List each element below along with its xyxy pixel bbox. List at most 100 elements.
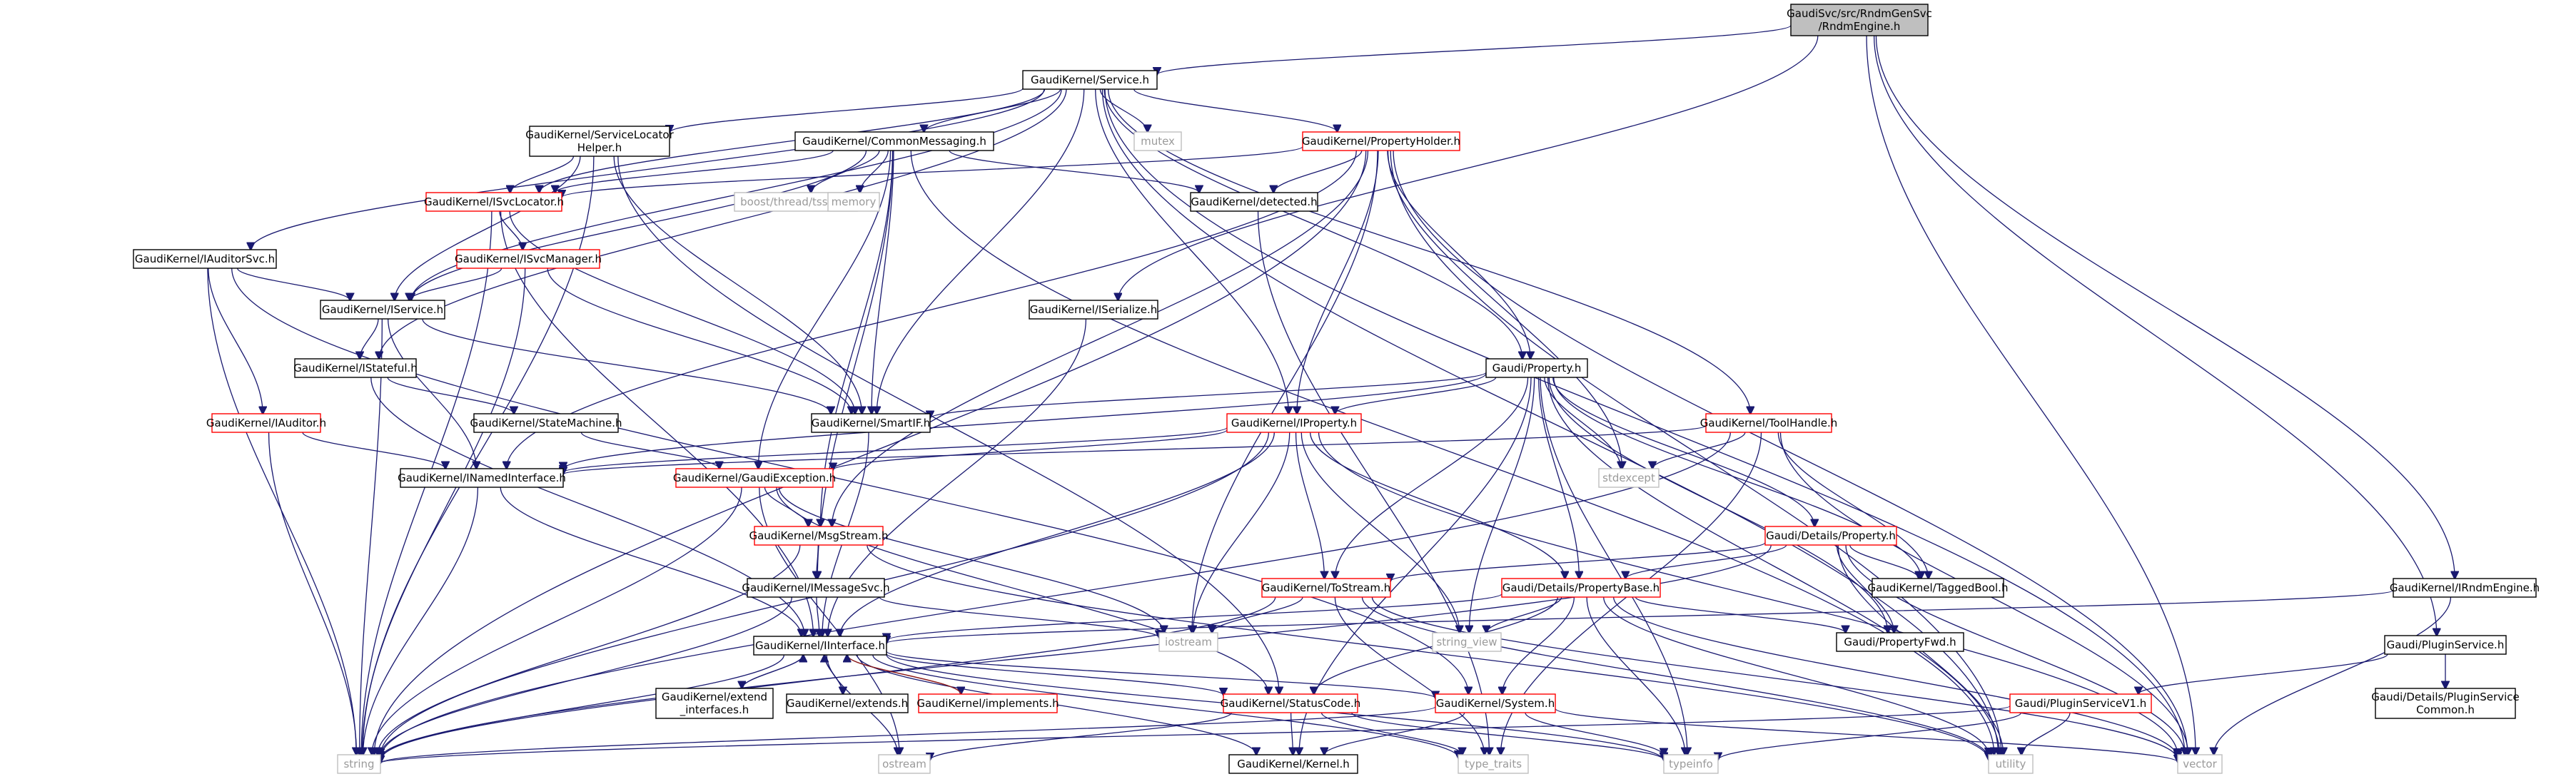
- node-box-irndmengine[interactable]: [2393, 578, 2537, 598]
- node-iinterface[interactable]: GaudiKernel/IInterface.h: [753, 636, 887, 656]
- node-string[interactable]: string: [337, 754, 381, 774]
- node-box-ostream[interactable]: [878, 754, 931, 774]
- node-statuscode[interactable]: GaudiKernel/StatusCode.h: [1221, 693, 1361, 713]
- node-iservice[interactable]: GaudiKernel/IService.h: [320, 300, 445, 320]
- node-box-pluginv1[interactable]: [2009, 693, 2152, 713]
- node-box-iinterface[interactable]: [753, 636, 887, 656]
- node-isvcmgr[interactable]: GaudiKernel/ISvcManager.h: [455, 249, 602, 269]
- node-box-iservice[interactable]: [320, 300, 445, 320]
- node-statemachine[interactable]: GaudiKernel/StateMachine.h: [470, 413, 622, 433]
- node-stringview[interactable]: string_view: [1432, 632, 1502, 652]
- node-isvcloc[interactable]: GaudiKernel/ISvcLocator.h: [424, 192, 564, 212]
- node-propfwd[interactable]: Gaudi/PropertyFwd.h: [1836, 632, 1964, 652]
- node-box-implements[interactable]: [918, 693, 1058, 713]
- node-pluginv1[interactable]: Gaudi/PluginServiceV1.h: [2009, 693, 2152, 713]
- node-gprop[interactable]: Gaudi/Property.h: [1485, 358, 1588, 378]
- node-tostream[interactable]: GaudiKernel/ToStream.h: [1261, 578, 1391, 598]
- node-imsgsvc[interactable]: GaudiKernel/IMessageSvc.h: [742, 578, 890, 598]
- node-box-typetraits[interactable]: [1458, 754, 1529, 774]
- node-box-propfwd[interactable]: [1836, 632, 1964, 652]
- node-box-utility[interactable]: [1988, 754, 2034, 774]
- node-box-extends[interactable]: [786, 693, 909, 713]
- node-cmsg[interactable]: GaudiKernel/CommonMessaging.h: [794, 131, 994, 151]
- node-iproperty[interactable]: GaudiKernel/IProperty.h: [1226, 413, 1362, 433]
- node-kernel[interactable]: GaudiKernel/Kernel.h: [1228, 754, 1358, 774]
- node-box-iauditor[interactable]: [211, 413, 321, 433]
- edge-extends-to-iinterface: [824, 655, 844, 695]
- node-service[interactable]: GaudiKernel/Service.h: [1022, 70, 1158, 90]
- node-box-iauditorsvc[interactable]: [133, 249, 277, 269]
- node-box-string[interactable]: [337, 754, 381, 774]
- node-memory[interactable]: memory: [827, 192, 880, 212]
- node-propholder[interactable]: GaudiKernel/PropertyHolder.h: [1302, 131, 1460, 151]
- node-box-propbase[interactable]: [1501, 578, 1661, 598]
- node-ostream[interactable]: ostream: [878, 754, 931, 774]
- node-system[interactable]: GaudiKernel/System.h: [1435, 693, 1556, 713]
- node-box-detprop[interactable]: [1764, 526, 1897, 546]
- node-vector[interactable]: vector: [2177, 754, 2223, 774]
- node-box-taggedbool[interactable]: [1872, 578, 2004, 598]
- node-gexc[interactable]: GaudiKernel/GaudiException.h: [673, 468, 836, 488]
- node-utility[interactable]: utility: [1988, 754, 2034, 774]
- node-box-inamed[interactable]: [400, 468, 564, 488]
- node-box-pluginsvc[interactable]: [2384, 635, 2507, 655]
- node-typeinfo[interactable]: typeinfo: [1663, 754, 1719, 774]
- node-extends[interactable]: GaudiKernel/extends.h: [786, 693, 909, 713]
- node-msgstream[interactable]: GaudiKernel/MsgStream.h: [749, 526, 889, 546]
- node-box-smartif[interactable]: [811, 413, 931, 433]
- node-box-iserialize[interactable]: [1029, 300, 1158, 320]
- node-pluginsvc[interactable]: Gaudi/PluginService.h: [2384, 635, 2507, 655]
- node-box-cmsg[interactable]: [794, 131, 994, 151]
- node-box-imsgsvc[interactable]: [747, 578, 885, 598]
- node-extendif[interactable]: GaudiKernel/extend_interfaces.h: [655, 688, 774, 719]
- node-box-kernel[interactable]: [1228, 754, 1358, 774]
- node-box-iproperty[interactable]: [1226, 413, 1362, 433]
- node-box-vector[interactable]: [2177, 754, 2223, 774]
- node-box-istateful[interactable]: [294, 358, 417, 378]
- node-box-service[interactable]: [1022, 70, 1158, 90]
- node-box-isvcmgr[interactable]: [456, 249, 600, 269]
- node-toolhandle[interactable]: GaudiKernel/ToolHandle.h: [1700, 413, 1838, 433]
- node-iauditor[interactable]: GaudiKernel/IAuditor.h: [206, 413, 326, 433]
- node-typetraits[interactable]: type_traits: [1458, 754, 1529, 774]
- node-box-tostream[interactable]: [1261, 578, 1391, 598]
- node-istateful[interactable]: GaudiKernel/IStateful.h: [293, 358, 418, 378]
- node-box-memory[interactable]: [827, 192, 880, 212]
- node-box-gprop[interactable]: [1485, 358, 1588, 378]
- node-iauditorsvc[interactable]: GaudiKernel/IAuditorSvc.h: [133, 249, 277, 269]
- node-box-propholder[interactable]: [1302, 131, 1460, 151]
- node-root[interactable]: GaudiSvc/src/RndmGenSvc/RndmEngine.h: [1787, 4, 1932, 36]
- node-stdexcept[interactable]: stdexcept: [1598, 468, 1660, 488]
- node-iostream[interactable]: iostream: [1158, 632, 1218, 652]
- node-box-slhelper[interactable]: [529, 126, 670, 157]
- node-box-isvcloc[interactable]: [425, 192, 562, 212]
- edge-toolhandle-to-taggedbool: [1777, 432, 1928, 579]
- node-box-statuscode[interactable]: [1223, 693, 1358, 713]
- node-box-detected[interactable]: [1190, 192, 1318, 212]
- node-irndmengine[interactable]: GaudiKernel/IRndmEngine.h: [2390, 578, 2540, 598]
- node-inamed[interactable]: GaudiKernel/INamedInterface.h: [398, 468, 566, 488]
- node-mutex[interactable]: mutex: [1133, 131, 1182, 151]
- node-box-mutex[interactable]: [1133, 131, 1182, 151]
- node-box-root[interactable]: [1790, 4, 1929, 36]
- node-box-typeinfo[interactable]: [1663, 754, 1719, 774]
- node-box-extendif[interactable]: [655, 688, 774, 719]
- node-taggedbool[interactable]: GaudiKernel/TaggedBool.h: [1868, 578, 2009, 598]
- node-box-toolhandle[interactable]: [1705, 413, 1832, 433]
- node-box-iostream[interactable]: [1158, 632, 1218, 652]
- node-box-statemachine[interactable]: [473, 413, 619, 433]
- node-box-msgstream[interactable]: [754, 526, 884, 546]
- node-box-gexc[interactable]: [675, 468, 834, 488]
- node-box-system[interactable]: [1435, 693, 1556, 713]
- node-box-stdexcept[interactable]: [1598, 468, 1660, 488]
- node-box-stringview[interactable]: [1432, 632, 1502, 652]
- node-detected[interactable]: GaudiKernel/detected.h: [1190, 192, 1318, 212]
- node-iserialize[interactable]: GaudiKernel/ISerialize.h: [1029, 300, 1158, 320]
- node-box-plugincommon[interactable]: [2375, 688, 2516, 719]
- node-propbase[interactable]: Gaudi/Details/PropertyBase.h: [1501, 578, 1661, 598]
- node-implements[interactable]: GaudiKernel/implements.h: [916, 693, 1059, 713]
- node-detprop[interactable]: Gaudi/Details/Property.h: [1764, 526, 1897, 546]
- node-smartif[interactable]: GaudiKernel/SmartIF.h: [811, 413, 931, 433]
